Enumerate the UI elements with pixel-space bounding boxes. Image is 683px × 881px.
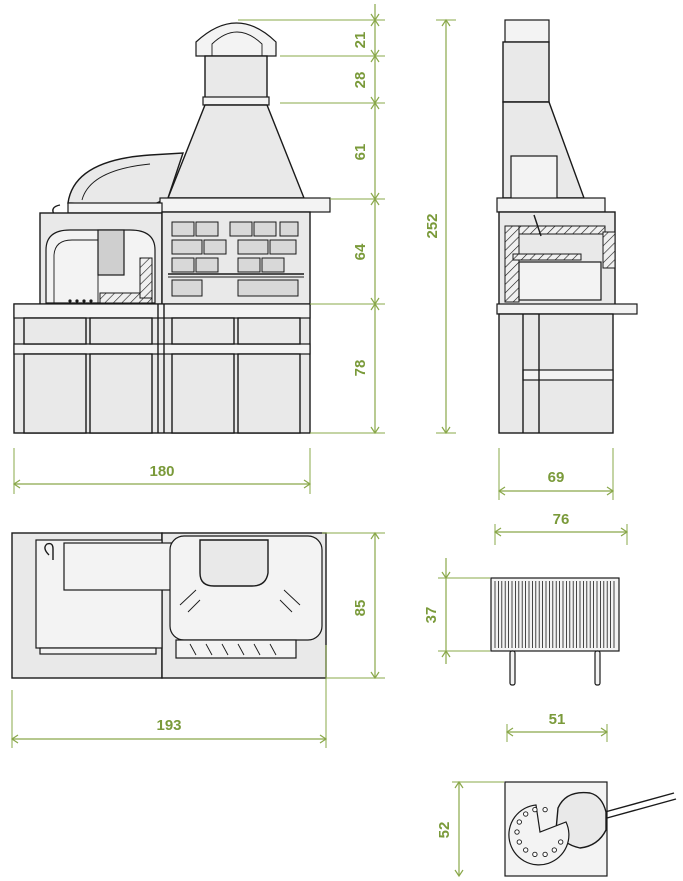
dim-label-78: 78: [352, 360, 369, 377]
rotisserie: [504, 781, 677, 877]
side-view: [496, 19, 638, 434]
oven-dome: [67, 152, 184, 207]
dim-label-52: 52: [436, 822, 453, 839]
base-panels: [23, 317, 301, 434]
dim-label-69: 69: [548, 469, 565, 486]
dim-label-28: 28: [352, 72, 369, 89]
dim-label-85: 85: [352, 600, 369, 617]
chimney-cap: [195, 22, 277, 57]
dim-label-180: 180: [149, 463, 174, 480]
wheel-hole: [542, 851, 548, 858]
spit-height-dimension: 52: [436, 780, 504, 878]
top-depth-dimension: 85: [322, 531, 385, 680]
front-height-dimensions: 21 28 61 64 78: [238, 4, 385, 435]
wheel-hole: [523, 811, 529, 817]
top-width-dimension: 193: [10, 645, 328, 748]
wheel-hole: [523, 847, 529, 853]
total-height-dimension: 252: [424, 18, 456, 435]
wheel-hole: [551, 847, 557, 853]
wheel-hole: [516, 839, 522, 845]
side-chimney-cap: [504, 19, 550, 43]
dim-label-193: 193: [156, 717, 181, 734]
wheel-hole: [532, 851, 538, 858]
hood: [166, 104, 306, 199]
dim-label-252: 252: [424, 213, 441, 238]
rotisserie-wheel-holes: [514, 806, 564, 858]
front-width-dimension: 180: [12, 448, 312, 494]
dim-label-21: 21: [352, 32, 369, 49]
dim-label-64: 64: [352, 243, 369, 260]
grill-height-dimension: 37: [423, 558, 490, 664]
grill-rack: [490, 577, 620, 652]
firebox-bricks: [168, 221, 304, 297]
grill: [490, 577, 620, 686]
mantel: [159, 197, 331, 213]
side-worktop: [496, 303, 638, 315]
side-depth-dimension: 69: [497, 448, 615, 500]
wheel-hole: [532, 806, 538, 813]
oven-vents: [68, 299, 93, 303]
top-view: [11, 532, 327, 679]
dim-label-61: 61: [352, 144, 369, 161]
wheel-hole: [514, 829, 520, 835]
top-grill-bars: [189, 643, 277, 656]
wheel-hole: [542, 806, 548, 813]
grill-width-dimension: 76: [493, 511, 629, 545]
dim-label-76: 76: [553, 511, 570, 528]
front-view: [13, 22, 331, 434]
chimney-flue: [204, 55, 268, 104]
grill-rack-bars: [494, 581, 615, 648]
spit-width-dimension: 51: [505, 711, 609, 742]
dim-label-51: 51: [549, 711, 566, 728]
dim-label-37: 37: [423, 607, 440, 624]
wheel-hole: [558, 839, 564, 845]
wheel-hole: [516, 819, 522, 825]
